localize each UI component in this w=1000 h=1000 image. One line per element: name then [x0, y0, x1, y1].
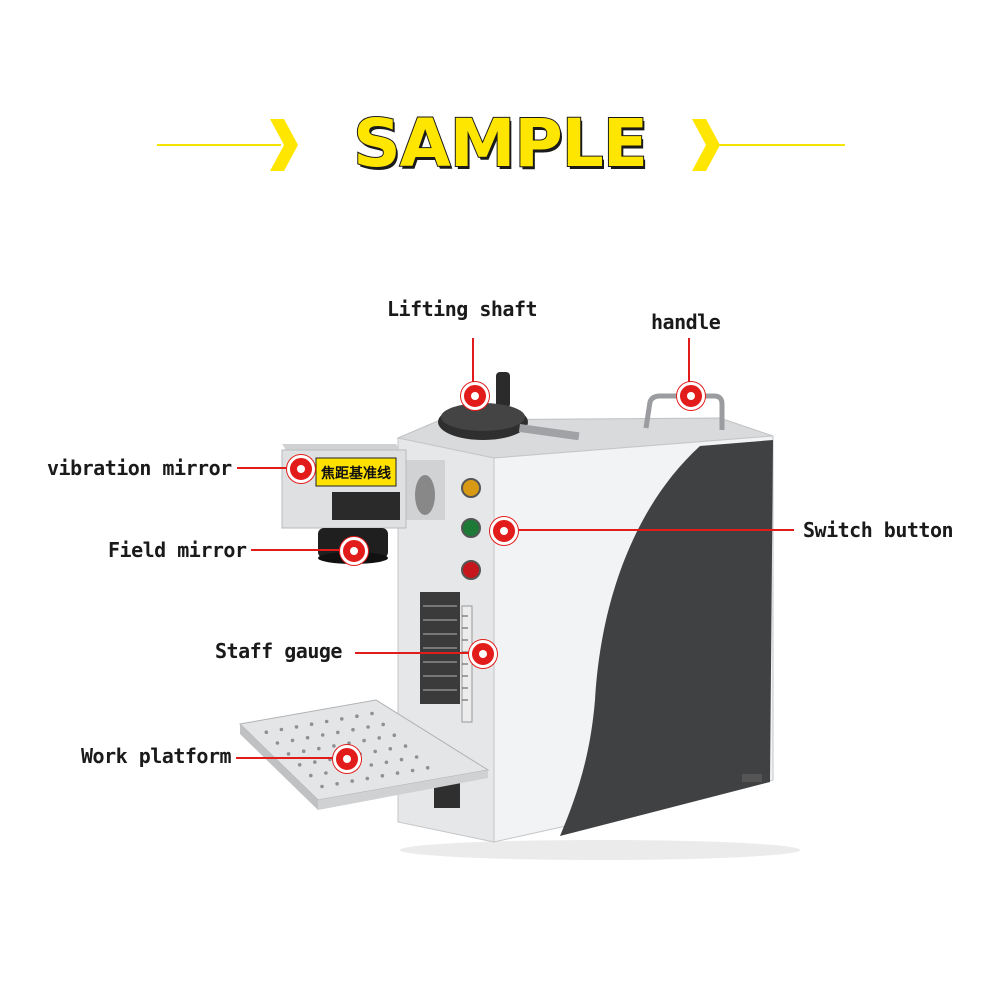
- label-staff-gauge: Staff gauge: [215, 639, 342, 663]
- platform-hole: [392, 733, 397, 737]
- callout-dot-switch-button: [490, 517, 518, 545]
- callout-dot-lifting-shaft: [461, 382, 489, 410]
- button-green: [461, 518, 481, 538]
- callout-line-work-platform: [236, 757, 336, 759]
- label-handle: handle: [651, 310, 721, 334]
- machine-shadow: [400, 840, 800, 860]
- platform-hole: [320, 784, 324, 789]
- platform-hole: [350, 779, 355, 783]
- platform-hole: [335, 782, 339, 786]
- callout-dot-field-mirror: [340, 537, 368, 565]
- platform-hole: [301, 749, 306, 753]
- callout-line-handle: [688, 338, 690, 386]
- platform-hole: [317, 746, 321, 751]
- platform-hole: [366, 725, 370, 729]
- platform-hole: [380, 774, 385, 778]
- callout-line-staff-gauge: [355, 652, 473, 654]
- page-title: SAMPLE: [352, 104, 649, 183]
- platform-hole: [313, 760, 317, 764]
- callout-dot-handle: [677, 382, 705, 410]
- head-warning-plate: [315, 457, 397, 487]
- platform-hole: [384, 760, 389, 765]
- platform-hole: [395, 771, 400, 775]
- callout-line-vibration-mirror: [237, 467, 293, 469]
- platform-hole: [381, 722, 386, 727]
- platform-hole: [290, 738, 295, 743]
- label-switch-button: Switch button: [803, 518, 954, 542]
- header-line-right: [717, 144, 845, 146]
- label-lifting-shaft: Lifting shaft: [387, 297, 538, 321]
- callout-line-field-mirror: [251, 549, 345, 551]
- label-field-mirror: Field mirror: [108, 538, 247, 562]
- label-vibration-mirror: vibration mirror: [47, 456, 232, 480]
- platform-hole: [324, 771, 328, 775]
- platform-hole: [294, 725, 299, 729]
- platform-hole: [362, 738, 366, 743]
- callout-dot-work-platform: [333, 745, 361, 773]
- platform-hole: [388, 747, 393, 751]
- callout-dot-vibration-mirror: [287, 455, 315, 483]
- platform-hole: [320, 733, 325, 737]
- platform-hole: [369, 763, 374, 767]
- machine-foot: [742, 774, 762, 782]
- callout-dot-staff-gauge: [469, 640, 497, 668]
- button-red: [461, 560, 481, 580]
- platform-hole: [399, 757, 404, 762]
- head-plate-text: 焦距基准线: [320, 465, 391, 482]
- button-yellow: [461, 478, 481, 498]
- platform-hole: [425, 766, 430, 770]
- platform-hole: [414, 755, 419, 759]
- chevron-right-icon: [692, 119, 720, 171]
- shaft-arm: [518, 424, 580, 441]
- front-dark-panel: [560, 440, 773, 836]
- platform-hole: [297, 763, 302, 767]
- platform-hole: [305, 735, 310, 740]
- platform-hole: [410, 768, 415, 773]
- platform-hole: [351, 727, 355, 732]
- platform-hole: [275, 741, 280, 745]
- callout-line-lifting-shaft: [472, 338, 474, 388]
- platform-hole: [264, 730, 269, 734]
- platform-hole: [324, 719, 329, 724]
- shaft-knob-stem: [496, 372, 510, 408]
- platform-hole: [355, 714, 359, 718]
- platform-hole: [373, 749, 378, 754]
- work-platform-edge: [240, 724, 318, 810]
- chevron-right-icon: [270, 119, 298, 171]
- header-line-left: [157, 144, 281, 146]
- callout-line-switch-button: [506, 529, 794, 531]
- platform-hole: [286, 752, 291, 756]
- platform-hole: [279, 727, 284, 732]
- platform-hole: [370, 711, 374, 716]
- platform-hole: [332, 744, 336, 748]
- platform-hole: [365, 776, 370, 781]
- platform-hole: [336, 730, 340, 735]
- platform-hole: [347, 741, 351, 745]
- head-window: [332, 492, 400, 520]
- platform-hole: [309, 722, 314, 726]
- label-work-platform: Work platform: [81, 744, 232, 768]
- platform-hole: [377, 736, 382, 740]
- platform-hole: [340, 717, 344, 721]
- platform-hole: [403, 744, 408, 748]
- platform-hole: [309, 773, 313, 778]
